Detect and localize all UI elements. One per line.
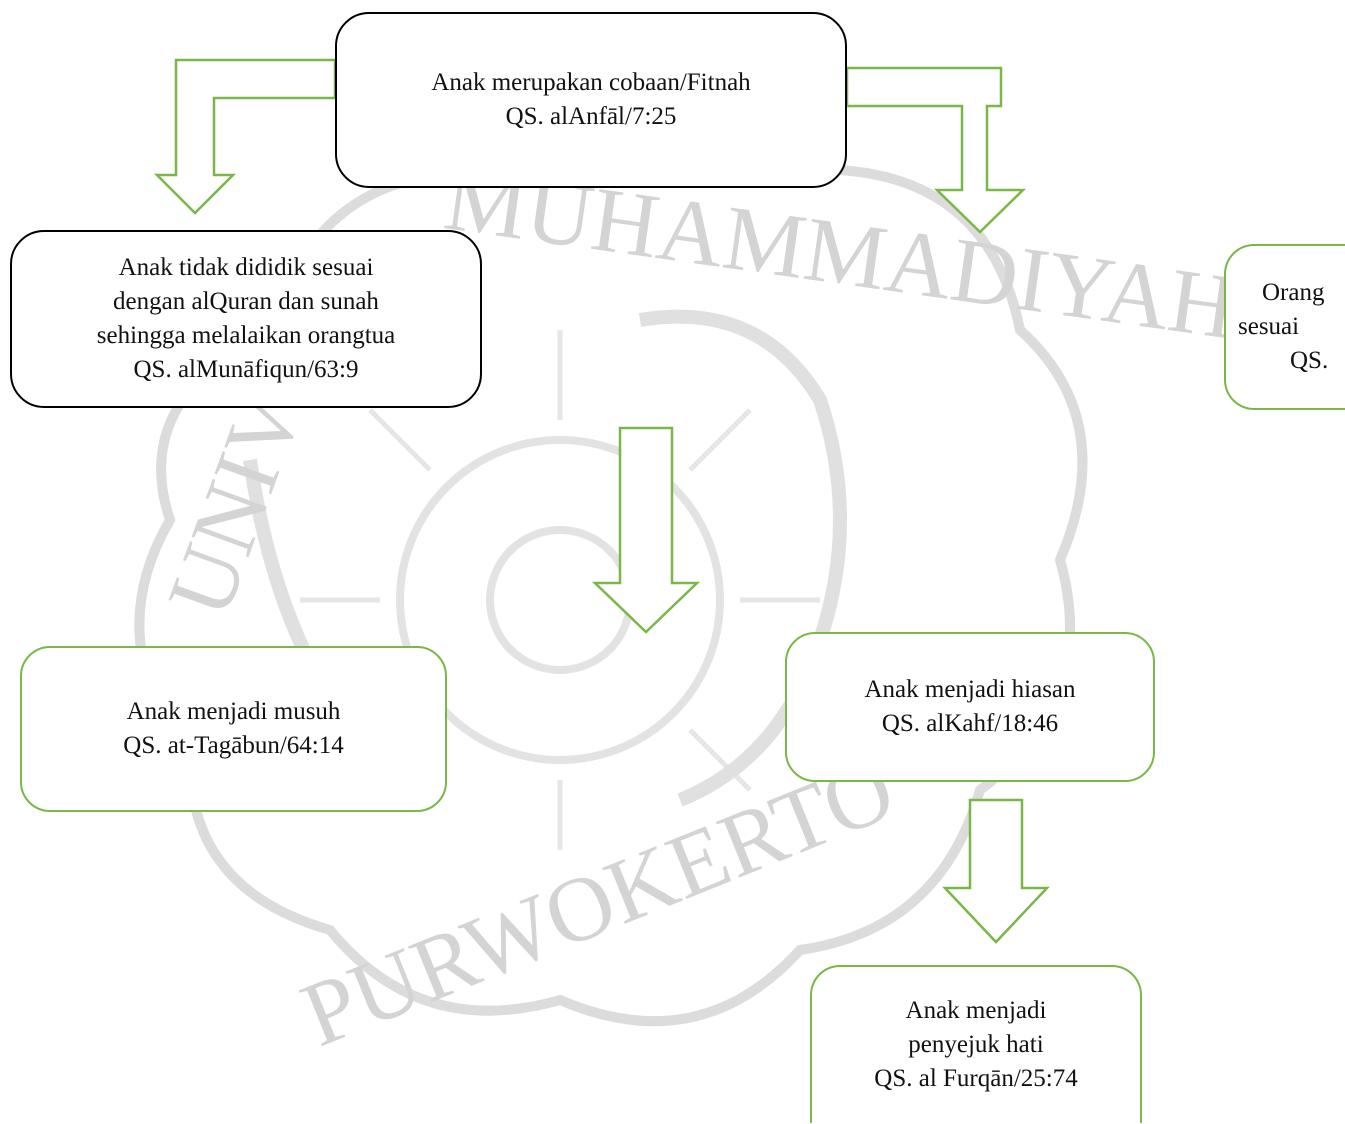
- arrow-to-lower-branches: [591, 426, 701, 634]
- node-ornament: Anak menjadi hiasan QS. alKahf/18:46: [785, 632, 1155, 782]
- node-enemy: Anak menjadi musuh QS. at-Tagābun/64:14: [20, 646, 447, 812]
- node-parents-line-3: QS.: [1290, 347, 1329, 374]
- node-enemy-line-2: QS. at-Tagābun/64:14: [123, 732, 344, 759]
- node-comfort-line-2: penyejuk hati: [908, 1031, 1044, 1058]
- node-not-educated-line-1: Anak tidak dididik sesuai: [118, 254, 374, 281]
- node-not-educated: Anak tidak dididik sesuai dengan alQuran…: [10, 230, 482, 408]
- arrow-to-comfort: [942, 798, 1050, 944]
- arrow-to-right-branch: [845, 66, 1027, 234]
- node-comfort: Anak menjadi penyejuk hati QS. al Furqān…: [810, 965, 1142, 1123]
- node-trial-fitnah: Anak merupakan cobaan/Fitnah QS. alAnfāl…: [335, 12, 847, 188]
- node-trial-fitnah-line-2: QS. alAnfāl/7:25: [505, 103, 677, 130]
- node-parents-line-2: sesuai: [1238, 313, 1300, 340]
- node-ornament-line-2: QS. alKahf/18:46: [881, 710, 1059, 737]
- node-comfort-line-1: Anak menjadi: [905, 997, 1047, 1024]
- node-enemy-line-1: Anak menjadi musuh: [126, 698, 341, 725]
- node-not-educated-line-2: dengan alQuran dan sunah: [113, 288, 379, 315]
- node-comfort-line-3: QS. al Furqān/25:74: [874, 1065, 1078, 1092]
- node-parents-cut-off: Orang sesuai QS.: [1224, 244, 1345, 410]
- node-not-educated-line-4: QS. alMunāfiqun/63:9: [133, 356, 359, 383]
- node-not-educated-line-3: sehingga melalaikan orangtua: [96, 322, 396, 349]
- node-ornament-line-1: Anak menjadi hiasan: [864, 676, 1076, 703]
- node-trial-fitnah-line-1: Anak merupakan cobaan/Fitnah: [431, 69, 751, 96]
- arrow-to-left-branch: [153, 58, 337, 215]
- node-parents-line-1: Orang: [1262, 279, 1325, 306]
